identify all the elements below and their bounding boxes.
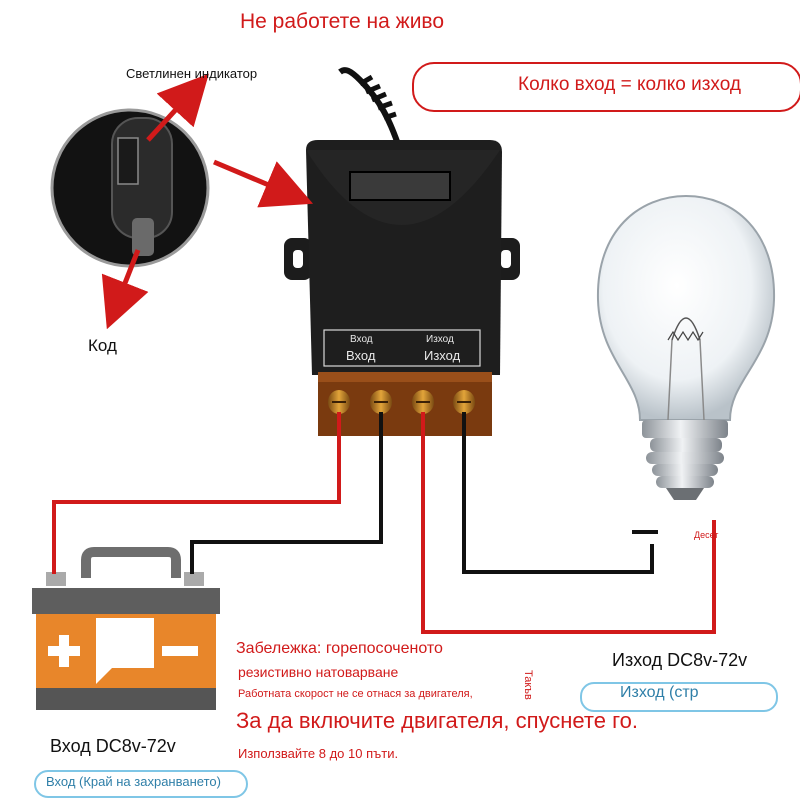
warning-title: Не работете на живо bbox=[240, 10, 445, 33]
minus-terminal bbox=[632, 530, 658, 534]
terminal-out-label: Изход bbox=[426, 334, 454, 345]
zoom-circle bbox=[50, 108, 210, 268]
output-pill bbox=[580, 682, 778, 712]
input-pill-text: Вход (Край на захранването) bbox=[46, 774, 221, 789]
wire-red bbox=[52, 412, 716, 634]
output-label: Изход DC8v-72v bbox=[612, 650, 748, 670]
bulb-icon bbox=[596, 194, 776, 500]
relay-module-icon bbox=[284, 140, 520, 436]
input-pill bbox=[34, 770, 248, 798]
side-label: Такъв bbox=[522, 670, 534, 700]
note-line-2: резистивно натоварване bbox=[238, 664, 399, 680]
input-label: Вход DC8v-72v bbox=[50, 736, 176, 756]
terminal-in-label: Вход bbox=[350, 334, 373, 345]
note-line-4: За да включите двигателя, спуснете го. bbox=[236, 708, 638, 733]
note-line-1: Забележка: горепосоченото bbox=[236, 640, 443, 657]
note-line-3: Работната скорост не се отнася за двигат… bbox=[238, 688, 473, 700]
terminal-out-label-big: Изход bbox=[424, 348, 461, 363]
battery-icon bbox=[32, 547, 220, 710]
minus-label: Десет bbox=[694, 530, 719, 540]
antenna-icon bbox=[338, 67, 403, 151]
code-label: Код bbox=[88, 336, 117, 355]
callout-pill bbox=[412, 62, 800, 112]
output-pill-text: Изход (стр bbox=[620, 684, 699, 701]
wire-black bbox=[190, 412, 654, 574]
callout-text: Колко вход = колко изход bbox=[518, 74, 741, 95]
terminal-in-label-big: Вход bbox=[346, 348, 376, 363]
note-line-5: Използвайте 8 до 10 пъти. bbox=[238, 746, 399, 761]
arrow-icon bbox=[101, 73, 314, 330]
indicator-label: Светлинен индикатор bbox=[126, 66, 258, 81]
